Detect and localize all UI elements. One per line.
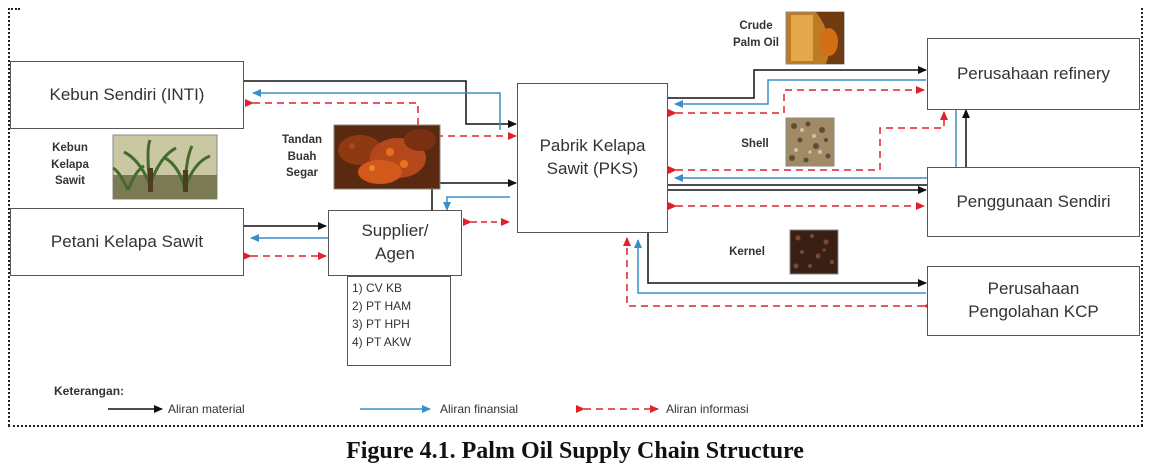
agent-item: 4) PT AKW (352, 335, 412, 349)
penggunaan-sendiri-label: Penggunaan Sendiri (956, 191, 1111, 211)
legend-info-text: Aliran informasi (666, 402, 749, 416)
kebun-kelapa-sawit-label: Kebun Kelapa Sawit (51, 142, 89, 188)
legend-material-text: Aliran material (168, 402, 245, 416)
petani-box: Petani Kelapa Sawit (10, 208, 244, 276)
supplier-label: Supplier/ Agen (361, 221, 429, 263)
tandan-buah-segar-label: Tandan Buah Segar (281, 134, 323, 180)
kernel-label: Kernel (729, 246, 765, 258)
kcp-label: Perusahaan Pengolahan KCP (968, 279, 1099, 321)
frame-right-border (1141, 8, 1143, 426)
agent-item: 1) CV KB (352, 281, 403, 295)
pks-kcp-info (623, 237, 932, 310)
crude-palm-oil-photo (785, 11, 845, 65)
crude-palm-oil-label: Crude Palm Oil (732, 20, 780, 49)
petani-label: Petani Kelapa Sawit (50, 231, 204, 251)
pks-refinery-material-top (668, 66, 927, 99)
legend-financial-text: Aliran finansial (440, 402, 519, 416)
pks-box: Pabrik Kelapa Sawit (PKS) (517, 83, 668, 233)
pks-refinery-info-top (668, 86, 925, 117)
agent-item: 2) PT HAM (352, 299, 412, 313)
kebun-sendiri-box: Kebun Sendiri (INTI) (10, 61, 244, 129)
frame-bottom-border (8, 425, 1143, 427)
legend-title: Keterangan: (54, 384, 125, 398)
figure-caption: Figure 4.1. Palm Oil Supply Chain Struct… (346, 438, 804, 464)
frame-top-tick (8, 8, 20, 10)
supplier-pks-financial (443, 196, 510, 211)
agent-list: 1) CV KB 2) PT HAM 3) PT HPH 4) PT AKW (347, 276, 451, 366)
agent-item: 3) PT HPH (352, 317, 410, 331)
shell-photo (785, 117, 835, 167)
pks-refinery-financial-top (674, 79, 926, 108)
kebun-pks-financial (252, 89, 501, 130)
fresh-fruit-bunch-photo (333, 124, 441, 190)
penggunaan-sendiri-box: Penggunaan Sendiri (927, 167, 1140, 237)
pks-refinery-info-shell (668, 111, 948, 174)
supplier-box: Supplier/ Agen (328, 210, 462, 276)
pks-kcp-material (647, 232, 927, 287)
pks-label: Pabrik Kelapa Sawit (PKS) (539, 136, 646, 178)
kcp-box: Perusahaan Pengolahan KCP (927, 266, 1140, 336)
refinery-label: Perusahaan refinery (956, 63, 1111, 83)
kebun-pks-info (245, 99, 517, 140)
palm-plantation-photo (112, 134, 218, 200)
refinery-box: Perusahaan refinery (927, 38, 1140, 110)
kebun-sendiri-label: Kebun Sendiri (INTI) (49, 84, 205, 104)
shell-label: Shell (741, 138, 769, 150)
kernel-photo (789, 229, 839, 275)
frame-left-border (8, 8, 10, 426)
pks-kcp-financial (634, 239, 926, 294)
